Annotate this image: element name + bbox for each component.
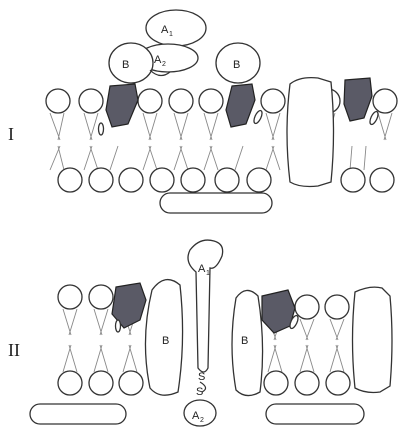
toxin-complex-bound: A 1 A 2 B B (109, 10, 260, 83)
lipid-head (341, 168, 365, 192)
lipid-head (79, 89, 103, 113)
lipid-head (89, 371, 113, 395)
b-right-label: B (233, 59, 240, 71)
cytoplasmic-lozenge (160, 193, 272, 213)
panel-two: II A 1 S S A 2 B B (8, 240, 392, 426)
a1-rod-label-a: A (198, 263, 206, 275)
lipid-head (119, 168, 143, 192)
lipid-head (247, 168, 271, 192)
a1-rod-label-sub: 1 (206, 270, 210, 277)
cytoplasmic-lozenge-right (266, 404, 364, 424)
receptor-dark (344, 78, 372, 121)
lipid-head (370, 168, 394, 192)
lipid-head (58, 285, 82, 309)
a1-label-sub: 1 (169, 31, 173, 38)
lipid-head (119, 371, 143, 395)
lipid-head (199, 89, 223, 113)
panel-two-label: II (8, 340, 20, 360)
lipid-head (215, 168, 239, 192)
sugar-mark (99, 123, 104, 135)
sugar-mark (368, 110, 379, 125)
a2-bottom-label-a: A (192, 410, 200, 422)
lipid-head (261, 89, 285, 113)
lipid-head (46, 89, 70, 113)
lipid-head (326, 371, 350, 395)
cytoplasmic-lozenge-left (30, 404, 126, 424)
lipid-head (325, 295, 349, 319)
lipid-head (295, 295, 319, 319)
b-left-column-label: B (162, 335, 169, 347)
sugar-mark (252, 109, 263, 124)
membrane-protein (287, 78, 334, 187)
lipid-head (138, 89, 162, 113)
a2-label-a: A (154, 54, 162, 66)
a2-label-sub: 2 (162, 61, 166, 68)
lipid-head (264, 371, 288, 395)
bottom-leaflet-heads (58, 168, 394, 192)
lipid-head (169, 89, 193, 113)
lipid-head (89, 168, 113, 192)
panel-one: I A 1 A 2 B B (8, 10, 397, 213)
a1-transmembrane (188, 240, 223, 372)
receptor-dark (106, 84, 138, 127)
b-subunit-left (109, 43, 153, 83)
lipid-head (150, 168, 174, 192)
receptor-dark (226, 84, 255, 127)
lipid-head (58, 371, 82, 395)
lipid-head (373, 89, 397, 113)
a2-bottom-label-sub: 2 (200, 417, 204, 424)
lipid-tails-top (50, 113, 392, 170)
membrane-protein-two (353, 287, 393, 392)
a1-subunit (146, 10, 206, 46)
b-left-label: B (122, 59, 129, 71)
b-right-column-label: B (241, 335, 248, 347)
s-label-top: S (198, 371, 205, 383)
sugar-mark (116, 320, 121, 332)
a1-label-a: A (161, 24, 169, 36)
lipid-head (295, 371, 319, 395)
lipid-head (181, 168, 205, 192)
lipid-head (58, 168, 82, 192)
panel-one-label: I (8, 124, 14, 144)
lipid-head (89, 285, 113, 309)
